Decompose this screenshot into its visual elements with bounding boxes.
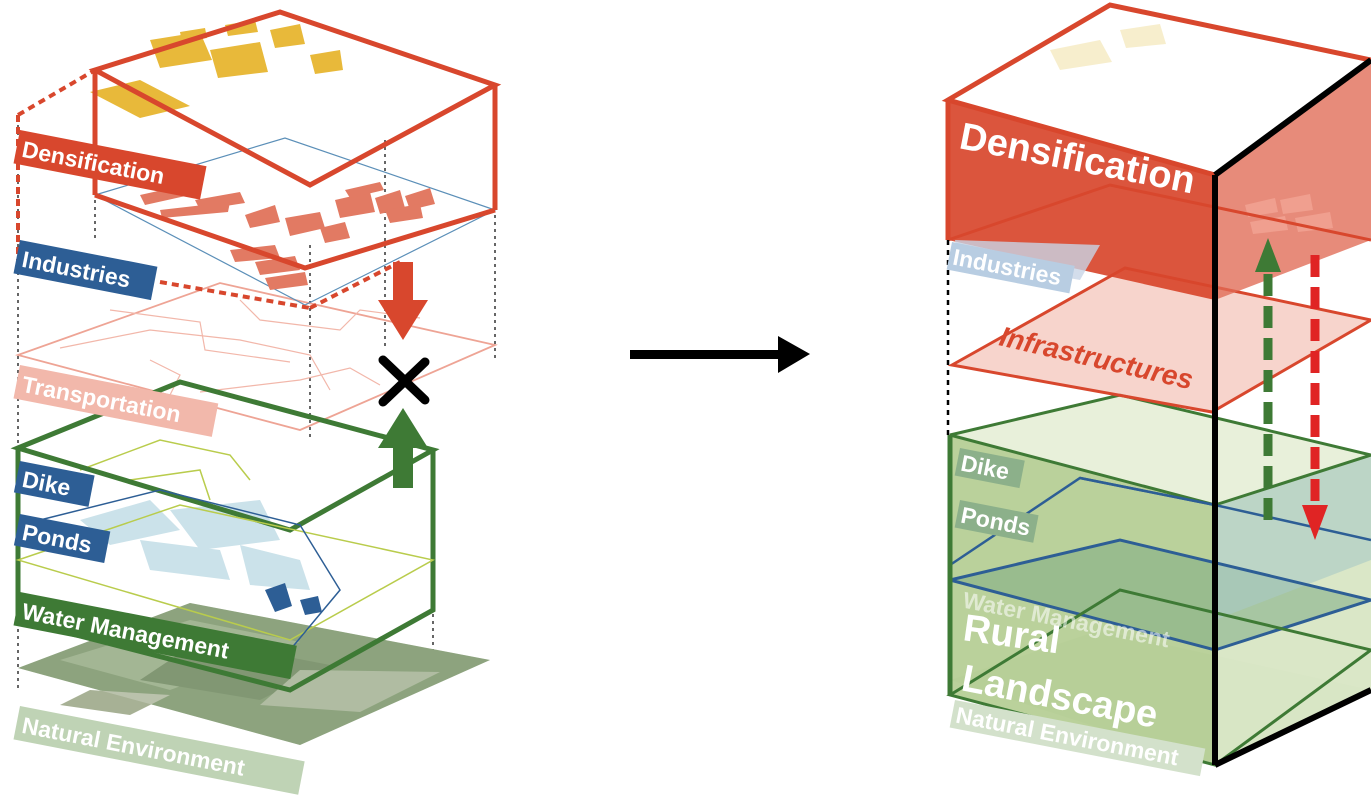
left-arrows: [378, 262, 430, 488]
green-up-arrow: [378, 408, 428, 488]
transition-arrow: [630, 336, 810, 373]
tag-industries: Industries: [13, 240, 158, 301]
tag-ponds: Ponds: [13, 514, 111, 563]
green-up-arrow-right: [1255, 238, 1281, 272]
right-arrows: [1255, 238, 1328, 540]
tag-dike: Dike: [13, 461, 95, 507]
right-diagram: Industries Dike Ponds Water Management N…: [941, 2, 1371, 777]
building-footprints: [90, 20, 343, 118]
left-diagram: Densification Industries Transportation …: [10, 9, 502, 795]
pond-areas: [80, 500, 310, 590]
water-management-box: [10, 379, 440, 693]
tag-transportation: Transportation: [13, 365, 219, 437]
red-down-arrow-right: [1302, 505, 1328, 540]
rural-landscape-box: [946, 393, 1371, 767]
red-down-arrow: [378, 262, 428, 340]
cross-icon: [378, 355, 430, 407]
tag-densification: Densification: [13, 130, 207, 200]
densification-box-right: [941, 2, 1371, 768]
densification-box: [16, 9, 502, 310]
svg-text:Transportation: Transportation: [20, 371, 183, 427]
